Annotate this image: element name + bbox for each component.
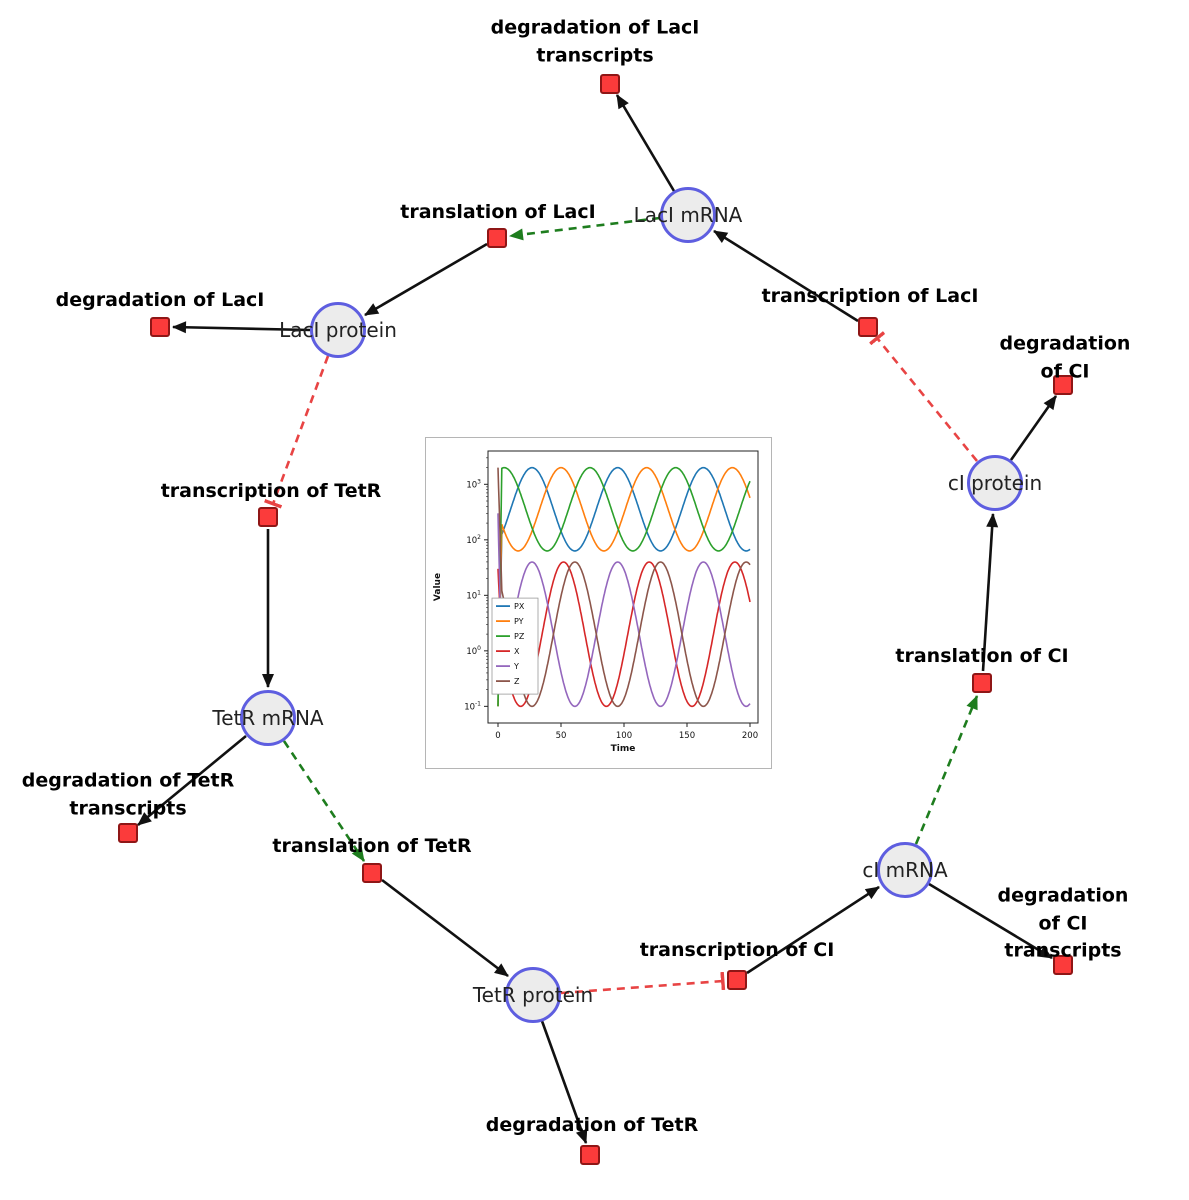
species-node-circle — [240, 690, 296, 746]
legend-label: Z — [514, 677, 520, 686]
reaction-label: degradation of CI — [999, 332, 1131, 382]
legend-label: Y — [513, 662, 519, 671]
reaction-deg-tetr[interactable] — [580, 1145, 600, 1165]
reaction-deg-ci[interactable] — [1053, 375, 1073, 395]
species-label: TetR protein — [472, 983, 594, 1007]
edge-tetr-mrna-modifies-translation-tetr — [282, 740, 366, 862]
edge-translation-laci-to-laci-protein — [364, 242, 488, 317]
x-tick-label: 50 — [556, 731, 567, 741]
series-X-line — [497, 561, 751, 708]
legend-label: PY — [514, 617, 524, 626]
reaction-deg-ci-transcripts[interactable] — [1053, 955, 1073, 975]
reaction-label: degradation of LacI transcripts — [490, 16, 700, 66]
reaction-label: transcription of CI — [639, 939, 835, 962]
reaction-label: degradation of TetR transcripts — [21, 769, 235, 819]
y-tick-label: 103 — [466, 478, 481, 490]
edge-translation-tetr-to-tetr-protein — [381, 878, 509, 978]
reaction-transcription-ci[interactable] — [727, 970, 747, 990]
species-node-circle — [310, 302, 366, 358]
series-Y-line — [497, 513, 751, 708]
reaction-deg-laci-transcripts[interactable] — [600, 74, 620, 94]
species-label: TetR mRNA — [212, 706, 324, 730]
reaction-label: translation of LacI — [400, 201, 596, 224]
species-node-circle — [660, 187, 716, 243]
reaction-transcription-tetr[interactable] — [258, 507, 278, 527]
x-tick-label: 200 — [742, 731, 758, 741]
species-node-circle — [877, 842, 933, 898]
legend-label: PX — [514, 602, 525, 611]
reaction-label: translation of CI — [895, 645, 1069, 668]
reaction-transcription-laci[interactable] — [858, 317, 878, 337]
reaction-label: translation of TetR — [272, 835, 472, 858]
x-tick-label: 100 — [616, 731, 632, 741]
series-Z-line — [497, 467, 751, 708]
edge-ci-protein-to-deg-ci — [1009, 395, 1058, 461]
x-axis-label: Time — [611, 744, 636, 754]
species-label: LacI mRNA — [633, 203, 743, 227]
edge-transcription-laci-to-laci-mrna — [713, 229, 859, 323]
reaction-label: transcription of TetR — [160, 480, 382, 503]
reaction-translation-ci[interactable] — [972, 673, 992, 693]
edge-ci-protein-inhibits-transcription-laci — [869, 331, 979, 462]
edge-laci-mrna-to-deg-laci-transcripts — [615, 94, 676, 192]
reaction-deg-tetr-transcripts[interactable] — [118, 823, 138, 843]
species-node-circle — [967, 455, 1023, 511]
legend-label: PZ — [514, 632, 525, 641]
reaction-label: degradation of CI transcripts — [997, 884, 1129, 962]
edge-laci-mrna-modifies-translation-laci — [509, 216, 661, 241]
legend-box — [491, 597, 539, 695]
species-label: cI mRNA — [862, 858, 948, 882]
species-node-circle — [505, 967, 561, 1023]
edge-translation-ci-to-ci-protein — [981, 513, 999, 672]
y-tick-label: 10-1 — [464, 700, 481, 712]
edge-tetr-protein-to-deg-tetr — [540, 1020, 588, 1144]
edge-tetr-mrna-to-deg-tetr-transcripts — [137, 734, 247, 827]
reaction-translation-laci[interactable] — [487, 228, 507, 248]
series-PZ-line — [497, 466, 751, 707]
y-tick-label: 102 — [466, 534, 481, 546]
y-tick-label: 101 — [466, 589, 481, 601]
edge-ci-mrna-to-deg-ci-transcripts — [928, 882, 1053, 960]
x-tick-label: 150 — [679, 731, 695, 741]
reaction-label: degradation of TetR — [485, 1114, 699, 1137]
series-PX-line — [497, 466, 751, 707]
x-tick-label: 0 — [495, 731, 500, 741]
legend-label: X — [514, 647, 520, 656]
reaction-label: degradation of LacI — [55, 289, 265, 312]
edge-ci-mrna-modifies-translation-ci — [914, 695, 979, 845]
reaction-deg-laci[interactable] — [150, 317, 170, 337]
reaction-label: transcription of LacI — [761, 285, 979, 308]
edge-laci-protein-inhibits-transcription-tetr — [264, 355, 330, 509]
axes-frame — [487, 450, 759, 724]
y-tick-label: 100 — [466, 645, 481, 657]
edge-transcription-ci-to-ci-mrna — [746, 885, 880, 975]
edge-laci-protein-to-deg-laci — [172, 321, 311, 334]
y-axis-label: Value — [433, 573, 443, 601]
reaction-translation-tetr[interactable] — [362, 863, 382, 883]
species-label: cI protein — [947, 471, 1043, 495]
species-label: LacI protein — [279, 318, 397, 342]
series-PY-line — [497, 466, 751, 707]
